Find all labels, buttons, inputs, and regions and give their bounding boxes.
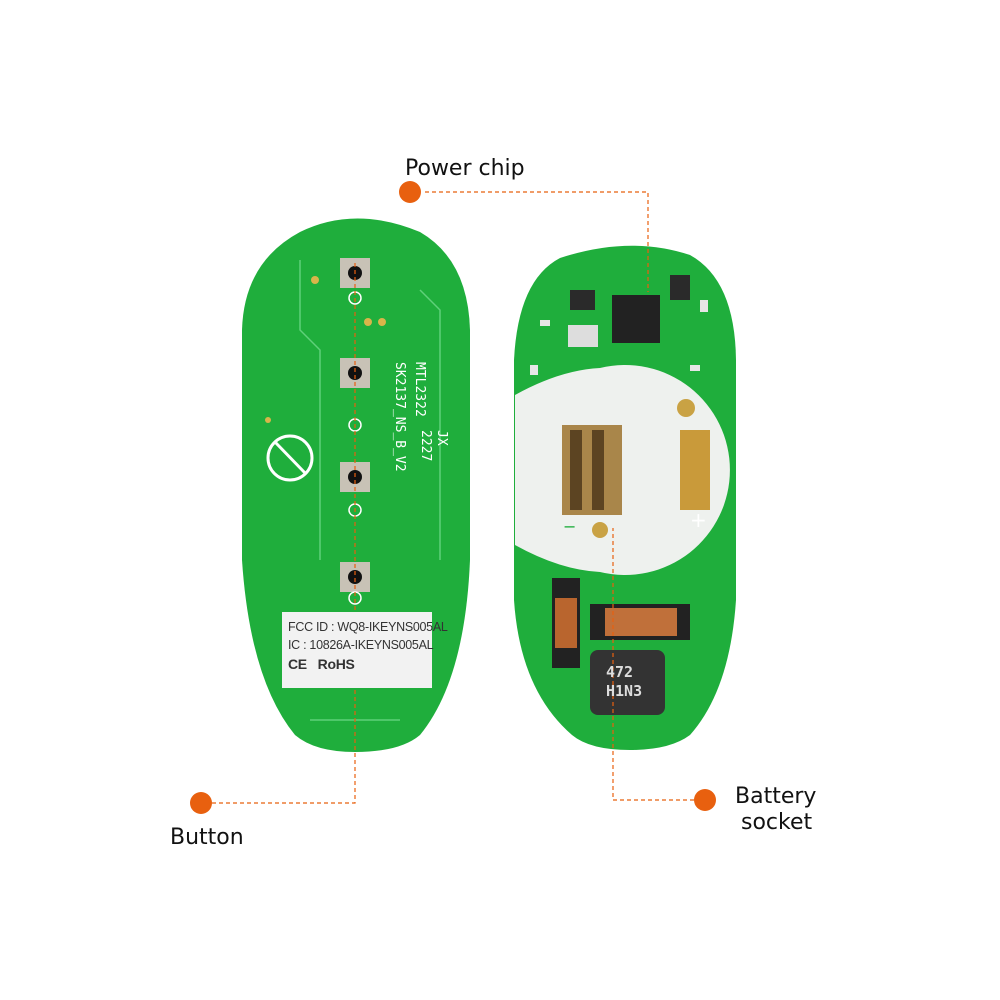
fcc-id: FCC ID : WQ8-IKEYNS005AL: [288, 620, 448, 634]
battery-socket: [515, 365, 730, 575]
inductor-code-2: H1N3: [606, 682, 643, 700]
ce-mark: CE: [288, 656, 307, 672]
silk-date: 2227: [418, 430, 433, 462]
button-marker: [190, 792, 212, 814]
silk-board-id: SK2137_NS_B_V2: [392, 362, 407, 472]
lead-free-icon: [266, 434, 314, 482]
ic-id: IC : 10826A-IKEYNS005AL: [288, 638, 434, 652]
silk-jx: JX: [434, 430, 449, 446]
inductor: [590, 650, 665, 715]
battery-socket-marker: [694, 789, 716, 811]
leader-lines: [212, 191, 694, 804]
power-chip: [612, 295, 660, 343]
minus-mark: −: [563, 517, 577, 536]
inductor-code-1: 472: [606, 663, 634, 681]
battery-callout-line1: Battery: [735, 784, 817, 809]
fcc-label: FCC ID : WQ8-IKEYNS005AL IC : 10826A-IKE…: [282, 612, 448, 688]
rohs-mark: RoHS: [317, 656, 355, 672]
power-chip-callout: Power chip: [405, 156, 525, 181]
battery-callout-line2: socket: [741, 810, 813, 835]
power-chip-marker: [399, 181, 421, 203]
battery-socket-callout: Battery socket: [735, 784, 816, 836]
plus-mark: +: [690, 508, 707, 532]
button-callout: Button: [170, 825, 244, 850]
silk-mtl: MTL2322: [412, 362, 427, 417]
battery-contacts: [562, 425, 622, 515]
